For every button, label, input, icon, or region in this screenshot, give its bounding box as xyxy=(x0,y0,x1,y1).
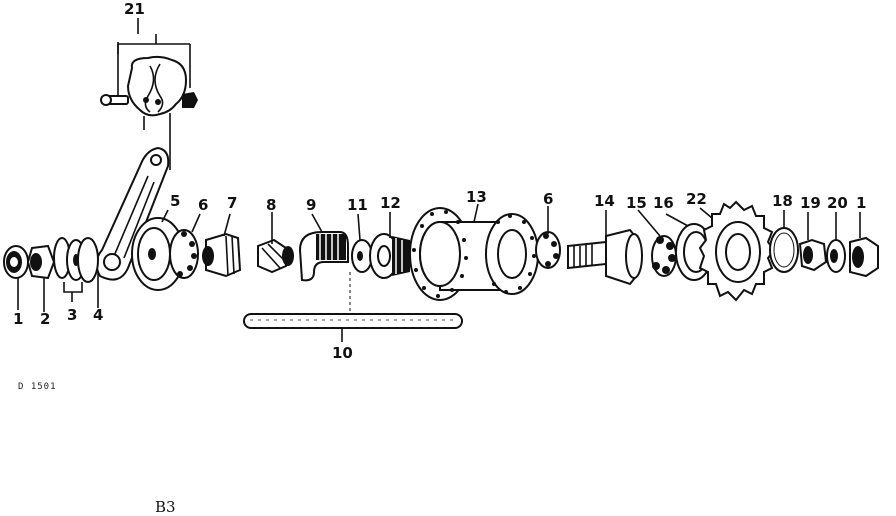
label-15: 15 xyxy=(626,194,647,212)
label-16: 16 xyxy=(653,194,674,212)
label-5: 5 xyxy=(170,192,180,210)
reference-code: D 1501 xyxy=(18,382,57,392)
label-7: 7 xyxy=(227,194,237,212)
label-22: 22 xyxy=(686,190,707,208)
label-9: 9 xyxy=(306,196,316,214)
part-15-ball-ring xyxy=(651,235,677,277)
label-8: 8 xyxy=(266,196,276,214)
label-20: 20 xyxy=(827,194,848,212)
part-22-sprocket xyxy=(698,200,776,302)
label-13: 13 xyxy=(466,188,487,206)
label-18: 18 xyxy=(772,192,793,210)
part-9-brake-shoe xyxy=(298,231,349,282)
part-1-nut-right xyxy=(849,236,879,278)
label-6-right: 6 xyxy=(543,190,553,208)
part-13-hub-shell xyxy=(409,207,539,301)
label-1-left: 1 xyxy=(13,310,23,328)
part-6-bearing-left xyxy=(169,229,199,279)
label-19: 19 xyxy=(800,194,821,212)
part-1-nut-left xyxy=(3,245,29,279)
part-20-washer xyxy=(826,239,846,273)
label-14: 14 xyxy=(594,192,615,210)
part-3-washers xyxy=(53,237,99,302)
label-2: 2 xyxy=(40,310,50,328)
label-1-right: 1 xyxy=(856,194,866,212)
part-8-spring xyxy=(257,238,294,274)
part-5-brake-disc xyxy=(131,217,185,291)
part-14-driver xyxy=(567,228,643,286)
sheet-label: B3 xyxy=(155,498,176,516)
part-12-clutch xyxy=(369,233,410,279)
part-18-circlip xyxy=(769,227,799,273)
part-10-axle xyxy=(243,313,463,342)
label-21: 21 xyxy=(124,0,145,18)
part-6-bearing-right xyxy=(535,231,561,269)
part-labels: 1 2 3 4 5 6 7 8 9 11 12 13 6 14 15 16 22… xyxy=(13,0,866,362)
label-10: 10 xyxy=(332,344,353,362)
label-6-left: 6 xyxy=(198,196,208,214)
part-21-plate-assembly xyxy=(100,55,198,170)
label-11: 11 xyxy=(347,196,368,214)
label-4: 4 xyxy=(93,306,103,324)
label-3: 3 xyxy=(67,306,77,324)
part-21-bracket xyxy=(117,18,191,96)
part-2-cone-nut xyxy=(26,244,56,280)
part-19-lock-nut xyxy=(798,238,828,272)
part-7-cone xyxy=(202,232,242,278)
label-12: 12 xyxy=(380,194,401,212)
leader-lines xyxy=(17,203,861,312)
